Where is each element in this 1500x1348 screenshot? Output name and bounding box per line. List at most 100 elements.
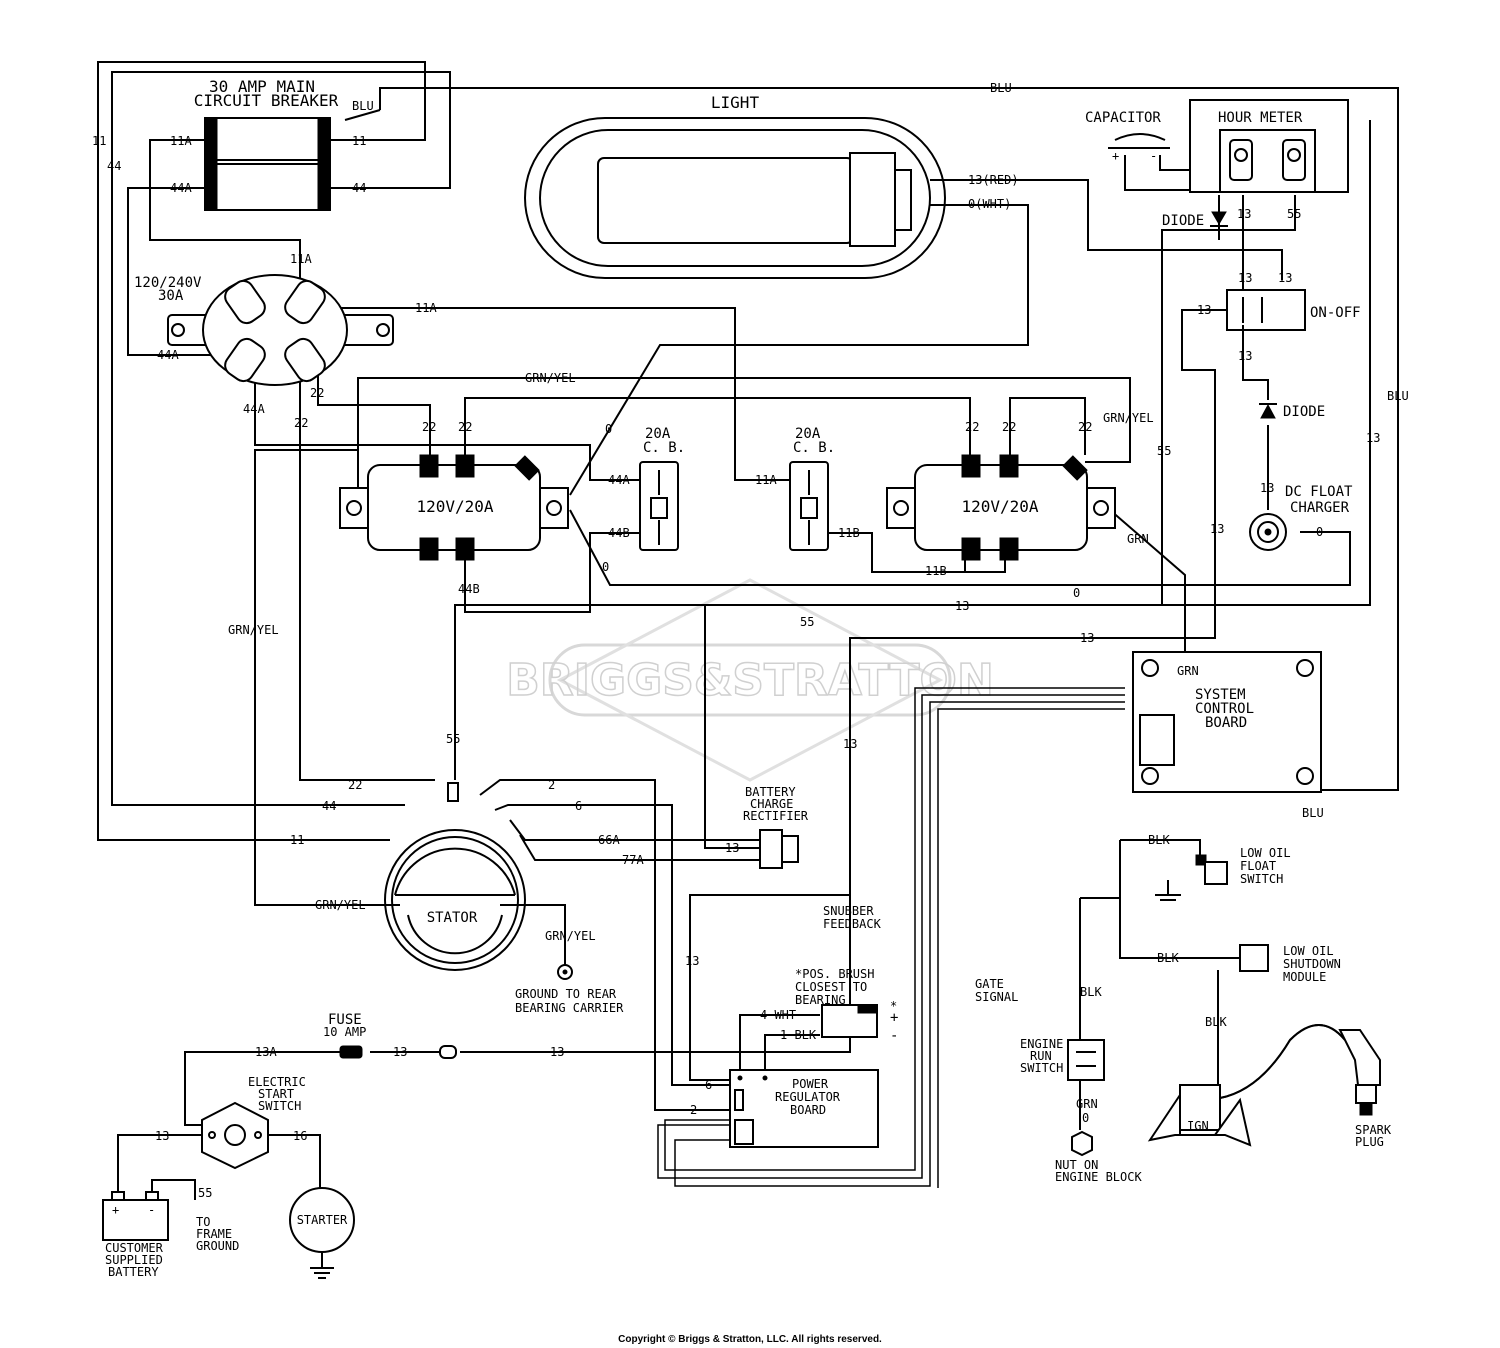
battery-label-1: CUSTOMER — [105, 1241, 164, 1255]
wire-13a: 13A — [255, 1045, 277, 1059]
wire-grnyel-ground: GRN/YEL — [545, 929, 596, 943]
wire-22-r1a: 22 — [422, 420, 436, 434]
system-board-label-1: SYSTEM — [1195, 687, 1246, 703]
low-oil-shutdown-module: LOW OIL SHUTDOWN MODULE BLK BLK — [1157, 944, 1341, 1029]
watermark-text: BRIGGS&STRATTON — [506, 655, 994, 706]
wire-grnyel-stator: GRN/YEL — [315, 898, 366, 912]
watermark: BRIGGS&STRATTON — [505, 578, 995, 782]
wire-44a-rec-left: 44A — [157, 348, 179, 362]
receptacle-240-label-1: 120/240V — [134, 275, 202, 291]
wire-grn-r2: GRN — [1127, 532, 1149, 546]
frame-ground-label-3: GROUND — [196, 1239, 239, 1253]
wire-77a: 77A — [622, 853, 644, 867]
receptacle-120v-right: 120V/20A 22 22 22 GRN/YEL 11B GRN — [886, 411, 1154, 578]
brush-plus: + — [890, 1010, 898, 1026]
ground-rear-bearing: GROUND TO REAR BEARING CARRIER — [515, 964, 624, 1015]
wire-13-fuse-b: 13 — [550, 1045, 564, 1059]
main-circuit-breaker: 30 AMP MAIN CIRCUIT BREAKER BLU 11 44 11… — [170, 77, 374, 211]
system-board-label-3: BOARD — [1205, 715, 1247, 731]
wire-13-hm: 13 — [1237, 207, 1251, 221]
wire-13-right-b: 13 — [1366, 431, 1380, 445]
wire-22-r2a: 22 — [965, 420, 979, 434]
wire-grn-sysbrd: GRN — [1177, 664, 1199, 678]
starter: STARTER — [289, 1187, 355, 1279]
wire-44-left: 44 — [107, 159, 121, 173]
wire-55-right: 55 — [1157, 444, 1171, 458]
wire-grnyel-left: GRN/YEL — [228, 623, 279, 637]
wire-13-rect: 13 — [725, 841, 739, 855]
wire-4wht: 4 WHT — [760, 1008, 796, 1022]
ground-rear-label-2: BEARING CARRIER — [515, 1001, 624, 1015]
on-off-label: ON-OFF — [1310, 305, 1361, 321]
wire-0-run: 0 — [1082, 1111, 1089, 1125]
on-off-switch: ON-OFF 13 13 13 13 — [1197, 271, 1361, 363]
rectifier-label-1: BATTERY — [745, 785, 796, 799]
stator-label: STATOR — [427, 910, 478, 926]
spark-plug-label-2: PLUG — [1355, 1135, 1384, 1149]
nut-engine-label-1: NUT ON — [1055, 1158, 1098, 1172]
hour-meter: HOUR METER — [1189, 99, 1349, 193]
gate-label-1: GATE — [975, 977, 1004, 991]
wire-22-r2c: 22 — [1078, 420, 1092, 434]
wire-13-dc: 13 — [1260, 481, 1274, 495]
wire-11-stator: 11 — [290, 833, 304, 847]
capacitor-minus: - — [1150, 149, 1157, 163]
light: LIGHT 13(RED) 0(WHT) — [524, 93, 1019, 279]
wire-grnyel-top: GRN/YEL — [525, 371, 576, 385]
rectifier-label-2: CHARGE — [750, 797, 793, 811]
power-board-label-1: POWER — [792, 1077, 829, 1091]
wire-blk-ign: BLK — [1205, 1015, 1227, 1029]
wire-0-mid: 0 — [1073, 586, 1080, 600]
frame-ground-label-2: FRAME — [196, 1227, 232, 1241]
light-label: LIGHT — [711, 93, 760, 112]
receptacle-120-240v: 120/240V 30A 11A 11A 44A 44A 22 22 — [134, 252, 437, 430]
brush-note-1: *POS. BRUSH — [795, 967, 874, 981]
dc-float-label-2: CHARGER — [1290, 500, 1350, 516]
nut-engine-label-2: ENGINE BLOCK — [1055, 1170, 1142, 1184]
wire-blu-sysbrd: BLU — [1302, 806, 1324, 820]
wire-44a-rec-bottom: 44A — [243, 402, 265, 416]
wire-13-onoff-d: 13 — [1238, 349, 1252, 363]
start-switch-label-2: START — [258, 1087, 294, 1101]
wire-13-onoff-b: 13 — [1278, 271, 1292, 285]
fuse-label-2: 10 AMP — [323, 1025, 366, 1039]
wire-22-rec: 22 — [310, 386, 324, 400]
snubber-label-1: SNUBBER — [823, 904, 874, 918]
wire-6-pwr: 6 — [705, 1078, 712, 1092]
wire-13-mid-a: 13 — [955, 599, 969, 613]
wire-44b-cb1: 44B — [608, 526, 630, 540]
battery-minus: - — [148, 1203, 155, 1217]
wire-13-onoff-c: 13 — [1197, 303, 1211, 317]
wire-13-pwr: 13 — [685, 954, 699, 968]
battery-charge-rectifier: BATTERY CHARGE RECTIFIER 13 66A 77A — [598, 785, 809, 869]
wire-55-mid: 55 — [800, 615, 814, 629]
circuit-breaker-20a-left: 20A C. B. 44A 44B — [608, 426, 685, 551]
cb-20a-left-label-1: 20A — [645, 426, 671, 442]
frame-ground-label-1: TO — [196, 1215, 210, 1229]
engine-run-label-1: ENGINE — [1020, 1037, 1063, 1051]
gate-label-2: SIGNAL — [975, 990, 1018, 1004]
start-switch-label-1: ELECTRIC — [248, 1075, 306, 1089]
wire-0-r1a: 0 — [605, 422, 612, 436]
ignition-coil: IGN — [1147, 1024, 1346, 1147]
wire-16: 16 — [293, 1129, 307, 1143]
wire-11a-rec-right: 11A — [415, 301, 437, 315]
capacitor-label: CAPACITOR — [1085, 110, 1161, 126]
low-oil-float-label-3: SWITCH — [1240, 872, 1283, 886]
brush-note-2: CLOSEST TO — [795, 980, 867, 994]
dc-float-charger: DC FLOAT CHARGER 13 0 — [1249, 481, 1353, 551]
wire-55-frame: 55 — [198, 1186, 212, 1200]
wire-1blk: 1 BLK — [780, 1028, 817, 1042]
wire-66a: 66A — [598, 833, 620, 847]
power-board-label-2: REGULATOR — [775, 1090, 841, 1104]
rectifier-label-3: RECTIFIER — [743, 809, 809, 823]
wire-11a-rec-top: 11A — [290, 252, 312, 266]
receptacle-240-label-2: 30A — [158, 288, 184, 304]
wire-blk-float: BLK — [1148, 833, 1170, 847]
receptacle-120v-left: 120V/20A 22 22 44B 0 0 — [339, 420, 612, 596]
wire-13-onoff-a: 13 — [1238, 271, 1252, 285]
system-board-label-2: CONTROL — [1195, 701, 1254, 717]
wire-6-stator: 6 — [575, 799, 582, 813]
fuse: FUSE 10 AMP 13A 13 13 13 — [255, 954, 699, 1059]
